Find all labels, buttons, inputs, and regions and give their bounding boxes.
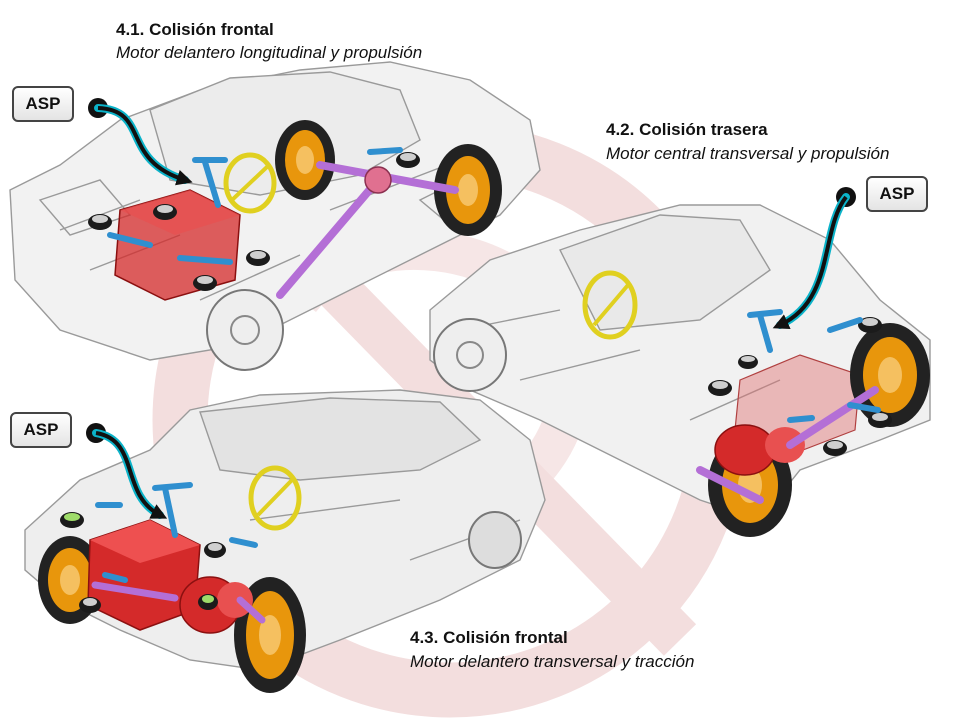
car-4-3 (24, 389, 546, 693)
wheel (206, 289, 284, 371)
car-4-1 (9, 61, 541, 371)
section-title-4-3: 4.3. Colisión frontal (410, 628, 568, 647)
engine-block (114, 189, 241, 301)
engine-mount (60, 512, 226, 613)
section-title-4-1: 4.1. Colisión frontal (116, 20, 274, 39)
engine-mount (708, 317, 892, 456)
asp-badge: ASP (12, 86, 74, 122)
driveshaft (696, 386, 879, 504)
driveshaft (91, 581, 266, 624)
wheel (275, 120, 335, 200)
wheel (433, 318, 507, 392)
wheel (434, 144, 502, 236)
pointer-arrow (88, 98, 193, 186)
wheel (468, 511, 522, 569)
section-subtitle-4-1: Motor delantero longitudinal y propulsió… (116, 43, 423, 62)
steering-wheel (582, 270, 638, 340)
engine-mount (88, 152, 420, 291)
section-subtitle-4-3: Motor delantero transversal y tracción (410, 652, 695, 671)
transaxle (714, 424, 805, 476)
wheel (850, 323, 930, 427)
steering-wheel (248, 465, 302, 531)
section-title-4-2: 4.2. Colisión trasera (606, 120, 768, 139)
steering-wheel (223, 152, 277, 214)
suspension-arm (95, 482, 258, 583)
pointer-arrow (86, 423, 168, 519)
asp-badge: ASP (866, 176, 928, 212)
differential (364, 166, 392, 194)
asp-badge: ASP (10, 412, 72, 448)
car-4-2 (429, 187, 931, 537)
car-body-outline (429, 204, 931, 521)
suspension-arm (107, 147, 403, 265)
pointer-arrow (772, 187, 856, 329)
section-subtitle-4-2: Motor central transversal y propulsión (606, 144, 890, 163)
suspension-arm (747, 309, 881, 423)
